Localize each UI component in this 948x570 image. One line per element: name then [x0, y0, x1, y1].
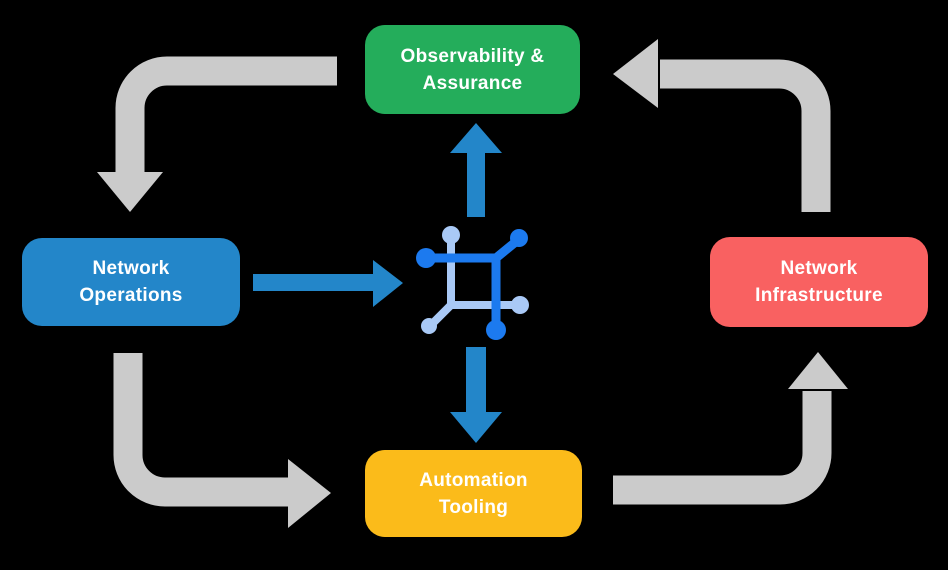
- flow-arrow-operations-to-center: [253, 260, 403, 307]
- node-label-line: Automation: [419, 469, 528, 491]
- arrowhead-down-icon: [97, 172, 163, 212]
- arrowhead-right-icon: [288, 459, 331, 528]
- flow-arrow-center-to-observability: [450, 123, 502, 217]
- node-label-line: Assurance: [422, 72, 523, 94]
- arrowhead-left-icon: [613, 39, 658, 108]
- node-observability-assurance: Observability & Assurance: [365, 25, 580, 114]
- node-network-operations: Network Operations: [22, 238, 240, 326]
- flow-arrow-center-to-automation: [450, 347, 502, 443]
- node-automation-tooling: Automation Tooling: [365, 450, 582, 537]
- cycle-arrow-observability-to-operations: [115, 56, 337, 176]
- node-label-line: Operations: [79, 285, 183, 306]
- icon-node-dot: [421, 318, 437, 334]
- cycle-arrow-infrastructure-to-observability: [660, 59, 831, 212]
- cycle-arrow-heads: [97, 39, 848, 528]
- node-label-line: Network: [780, 258, 858, 279]
- cycle-arrow-automation-to-infrastructure: [613, 391, 832, 505]
- icon-node-dot: [442, 226, 460, 244]
- icon-dark-node-dots: [416, 229, 528, 340]
- cycle-arrow-shafts: [113, 56, 832, 507]
- icon-node-dot: [486, 320, 506, 340]
- icon-node-dot: [510, 229, 528, 247]
- node-label-line: Observability &: [400, 45, 545, 67]
- icon-node-dot: [511, 296, 529, 314]
- node-label-line: Tooling: [438, 496, 509, 518]
- icon-light-node-dots: [421, 226, 529, 334]
- icon-node-dot: [416, 248, 436, 268]
- node-label-line: Network: [92, 258, 170, 279]
- flow-arrows: [253, 123, 502, 443]
- node-network-infrastructure: Network Infrastructure: [710, 237, 928, 327]
- cycle-arrow-operations-to-automation: [113, 353, 290, 507]
- node-label-line: Infrastructure: [755, 285, 883, 306]
- arrowhead-up-icon: [788, 352, 848, 389]
- network-automation-hub-icon: [416, 226, 529, 340]
